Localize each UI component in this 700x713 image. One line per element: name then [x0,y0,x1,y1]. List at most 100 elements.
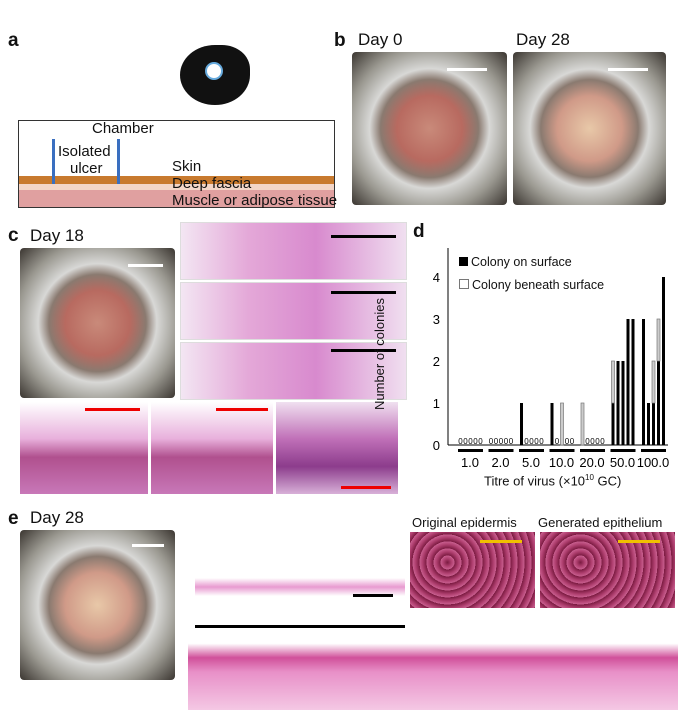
bar-surface [520,403,523,445]
legend-label-beneath: Colony beneath surface [472,278,605,292]
bar-surface [647,403,650,445]
group-bar [610,449,636,452]
zero-label: 0 [565,437,570,446]
scale-bar [353,594,393,597]
x-tick-label: 50.0 [610,455,635,470]
zero-label: 0 [600,437,605,446]
zero-label: 0 [595,437,600,446]
bar-surface [616,361,620,445]
y-tick-label: 1 [433,396,440,411]
chamber-window-icon [205,62,223,80]
bar-surface [626,319,630,445]
histology-section-1 [180,222,407,280]
y-tick-label: 3 [433,312,440,327]
bar-beneath [656,318,661,362]
bar-surface [611,403,615,445]
label-day0: Day 0 [358,30,403,49]
bar-surface [621,361,625,445]
bar-surface [662,277,665,445]
label-original-epidermis: Original epidermis [412,515,517,530]
x-tick-label: 5.0 [522,455,540,470]
group-bar [458,449,483,452]
group-bar [488,449,514,452]
zero-label: 0 [509,437,514,446]
legend-swatch-surface [459,257,468,266]
scale-bar [608,68,648,71]
zero-label: 0 [534,437,539,446]
photo-day0 [352,52,507,205]
label-fascia: Deep fascia [172,175,252,192]
histology-zoom-2 [151,402,273,494]
histology-section-2 [180,282,407,340]
zero-label: 0 [539,437,544,446]
histology-overview [195,560,405,605]
zero-label: 0 [499,437,504,446]
zero-label: 0 [489,437,494,446]
group-bar [641,449,666,452]
histology-zoom-1 [20,402,148,494]
bar-surface [550,403,554,445]
group-bar [549,449,575,452]
scale-bar [331,235,396,238]
legend-swatch-beneath [459,279,469,289]
group-bar [519,449,544,452]
zero-label: 0 [555,437,560,446]
x-axis-label-text: Titre of virus (×10 [484,473,586,489]
zero-label: 0 [570,437,575,446]
chamber-wall-left [52,139,55,184]
scale-bar [618,540,660,543]
zero-label: 0 [463,437,468,446]
x-axis-label: Titre of virus (×1010 GC) [484,473,621,488]
x-tick-label: 20.0 [579,455,604,470]
panel-label-a: a [8,30,19,51]
label-day28-e: Day 28 [30,508,84,527]
y-tick-label: 0 [433,438,440,453]
schematic [18,120,335,208]
zero-label: 0 [529,437,534,446]
y-tick-label: 4 [433,270,440,285]
y-tick-label: 2 [433,354,440,369]
zero-label: 0 [524,437,529,446]
scale-bar [341,486,391,489]
original-epidermis-image [410,532,535,608]
bar-beneath [580,402,585,446]
zero-label: 0 [494,437,499,446]
panel-label-e: e [8,508,19,529]
x-axis-label-sup: 10 [585,473,594,482]
x-tick-label: 10.0 [549,455,574,470]
label-ulcer: ulcer [70,160,103,177]
scale-bar [128,264,163,267]
label-muscle: Muscle or adipose tissue [172,192,338,209]
photo-day28-e [20,530,175,680]
group-bar [580,449,605,452]
scale-bar [85,408,140,411]
label-generated-epithelium: Generated epithelium [538,515,663,530]
x-tick-label: 2.0 [491,455,509,470]
histology-section-3 [180,342,407,400]
label-day18: Day 18 [30,226,84,245]
x-axis-label-end: GC) [593,473,622,489]
photo-day18 [20,248,175,398]
bar-beneath [611,360,615,404]
bar-beneath [560,402,564,446]
zero-label: 0 [478,437,483,446]
scale-bar [331,349,396,352]
scale-bar [447,68,487,71]
label-skin: Skin [172,158,202,175]
label-chamber: Chamber [92,120,154,137]
skin-layer [19,176,334,184]
zero-label: 0 [585,437,590,446]
zero-label: 0 [590,437,595,446]
generated-epithelium-image [540,532,675,608]
x-tick-label: 100.0 [637,455,670,470]
histology-zoom-3 [276,402,398,494]
scale-bar [195,625,405,628]
panel-label-c: c [8,225,19,246]
scale-bar [132,544,164,547]
bar-surface [652,403,655,445]
panel-label-b: b [334,30,346,51]
legend-item-beneath: Colony beneath surface [459,278,604,292]
label-day28: Day 28 [516,30,570,49]
